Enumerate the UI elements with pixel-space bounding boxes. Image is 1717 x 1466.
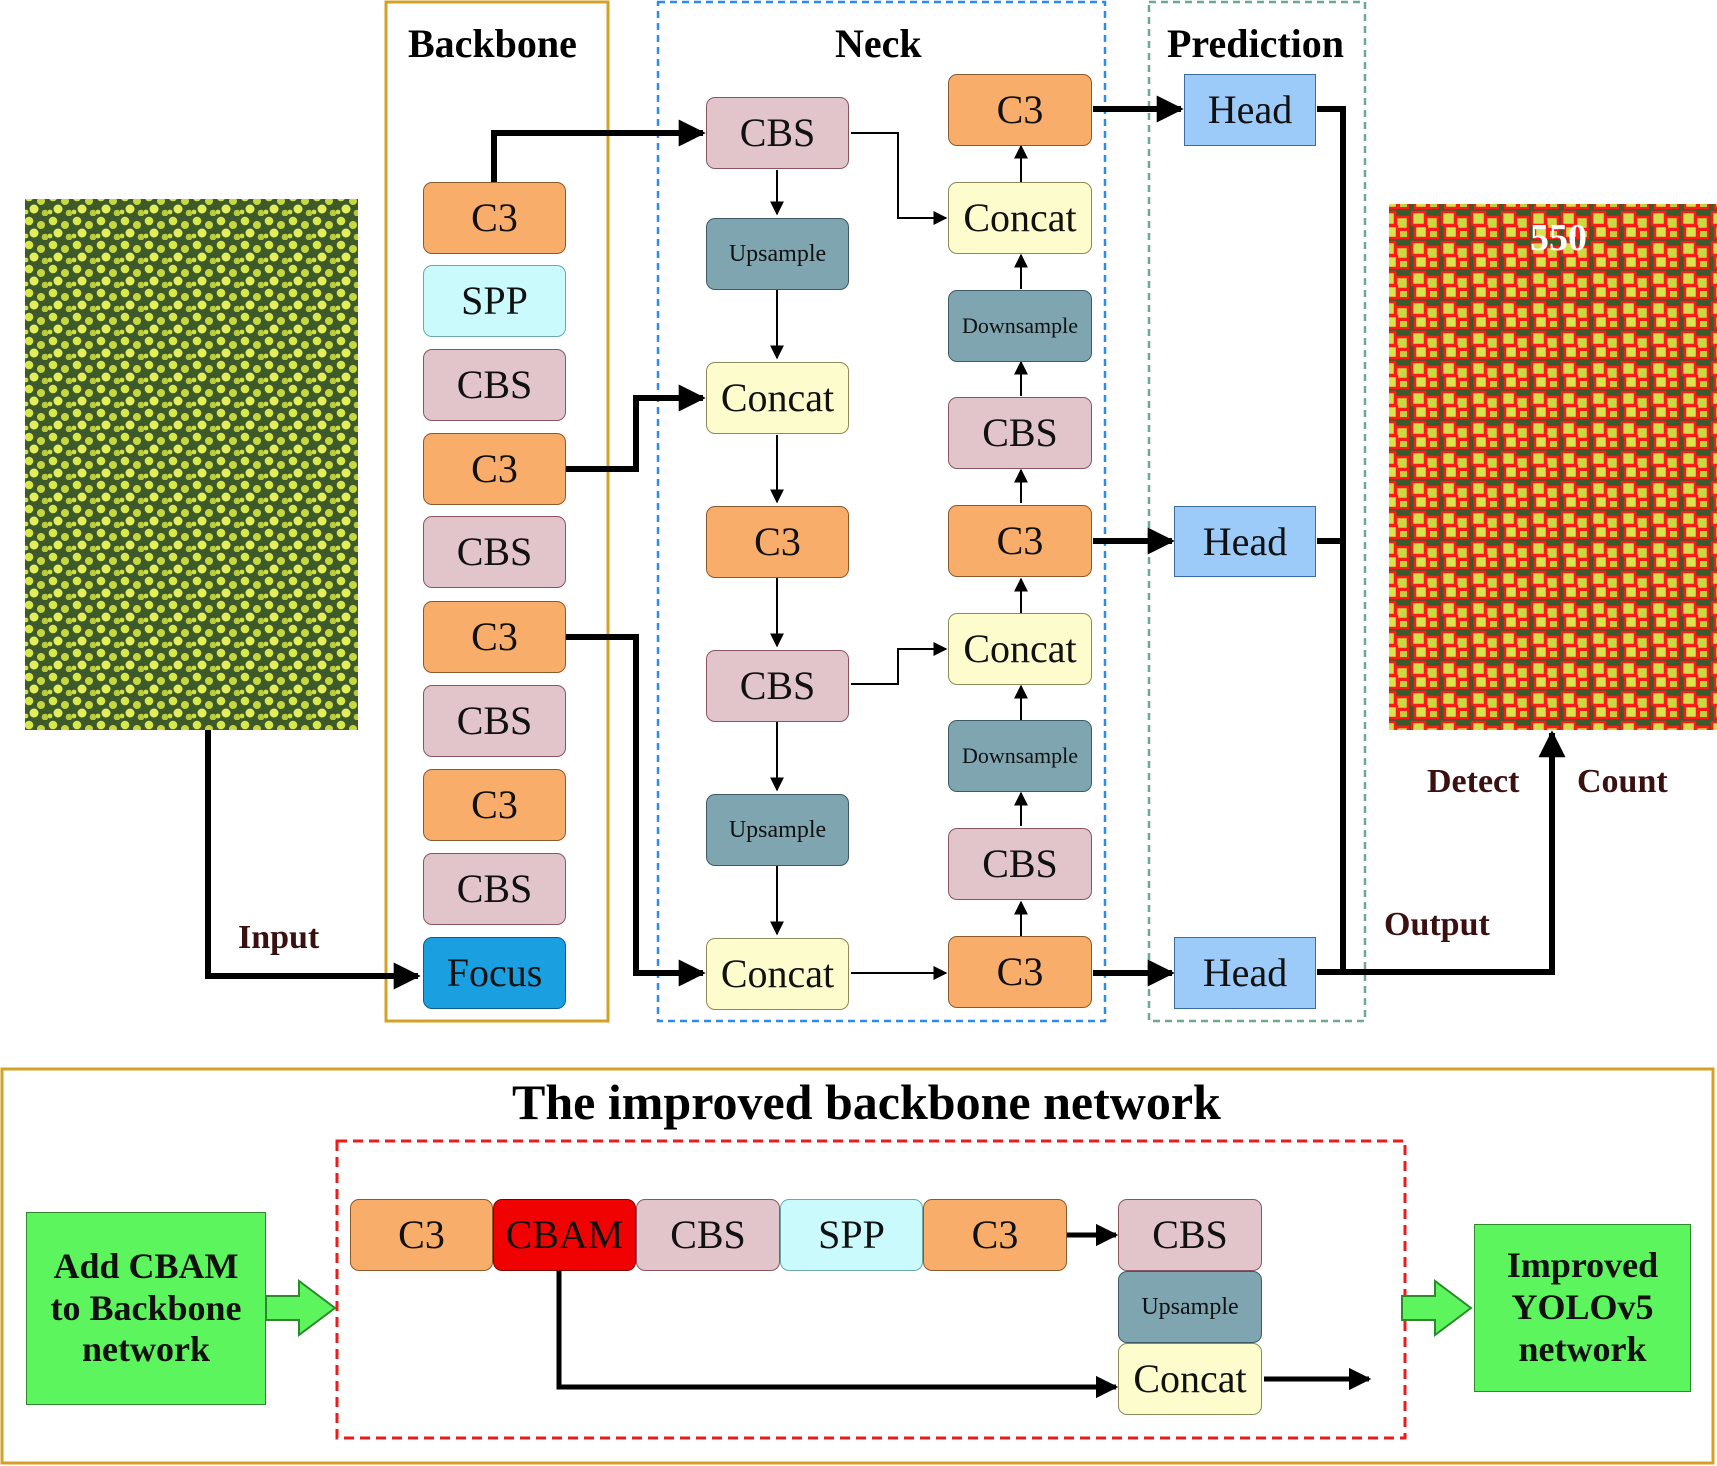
neck-right-concat-1: Concat	[948, 182, 1092, 254]
improved-spp: SPP	[780, 1199, 923, 1271]
backbone-c3-3: C3	[423, 601, 566, 673]
neck-right-c3-2: C3	[948, 505, 1092, 577]
arrow-cbam-to-concat	[556, 1271, 1119, 1399]
improved-section-frame	[0, 1067, 1715, 1465]
improved-yolov5-box: Improved YOLOv5 network	[1474, 1224, 1691, 1392]
neck-title: Neck	[835, 21, 922, 66]
neck-left-upsample-1: Upsample	[706, 218, 849, 290]
backbone-spp: SPP	[423, 265, 566, 337]
green-arrow-left	[265, 1279, 337, 1337]
backbone-focus: Focus	[423, 937, 566, 1009]
arrow-backbone-c3-top-to-neck	[491, 119, 706, 182]
backbone-cbs-4: CBS	[423, 853, 566, 925]
improved-cbs-1: CBS	[636, 1199, 780, 1271]
backbone-c3-1: C3	[423, 182, 566, 254]
neck-left-concat-2: Concat	[706, 938, 849, 1010]
neck-left-cbs-2: CBS	[706, 650, 849, 722]
arrow-input	[205, 730, 421, 990]
neck-left-c3: C3	[706, 506, 849, 578]
improved-cbs-2: CBS	[1118, 1199, 1262, 1271]
arrow-output	[1317, 730, 1566, 975]
input-label: Input	[238, 919, 320, 956]
add-cbam-box: Add CBAM to Backbone network	[26, 1212, 266, 1405]
improved-c3-1: C3	[350, 1199, 493, 1271]
backbone-c3-4: C3	[423, 769, 566, 841]
head-bottom: Head	[1174, 937, 1316, 1009]
improved-c3-2: C3	[923, 1199, 1067, 1271]
neck-right-downsample-2: Downsample	[948, 720, 1092, 792]
neck-left-upsample-2: Upsample	[706, 794, 849, 866]
neck-right-concat-2: Concat	[948, 613, 1092, 685]
arrow-backbone-c3-mid-to-concat	[566, 384, 706, 472]
prediction-frame	[1147, 0, 1367, 1023]
detect-label: Detect	[1427, 763, 1520, 800]
neck-right-c3-3: C3	[948, 936, 1092, 1008]
backbone-frame	[384, 0, 610, 1023]
count-label: Count	[1577, 763, 1668, 800]
neck-left-cbs-1: CBS	[706, 97, 849, 169]
improved-upsample: Upsample	[1118, 1271, 1262, 1343]
detection-count: 550	[1530, 217, 1587, 259]
head-middle: Head	[1174, 506, 1316, 577]
neck-right-c3-1: C3	[948, 74, 1092, 146]
neck-right-cbs-1: CBS	[948, 397, 1092, 469]
neck-left-concat-1: Concat	[706, 362, 849, 434]
improved-dashed-frame	[335, 1139, 1407, 1440]
green-arrow-right	[1401, 1279, 1473, 1337]
output-label: Output	[1384, 906, 1490, 943]
head-top: Head	[1184, 74, 1316, 146]
backbone-cbs-1: CBS	[423, 349, 566, 421]
backbone-cbs-2: CBS	[423, 516, 566, 588]
improved-cbam: CBAM	[493, 1199, 636, 1271]
prediction-title: Prediction	[1167, 21, 1345, 66]
backbone-c3-2: C3	[423, 433, 566, 505]
improved-section-title: The improved backbone network	[512, 1074, 1221, 1130]
neck-right-cbs-2: CBS	[948, 828, 1092, 900]
arrow-n1-to-r2	[851, 132, 948, 225]
arrow-backbone-c3-low-to-concat	[566, 634, 706, 987]
line-head-top-out	[1317, 106, 1346, 972]
improved-concat: Concat	[1118, 1343, 1262, 1415]
backbone-title: Backbone	[408, 21, 577, 66]
arrow-n5-to-r6	[851, 642, 948, 685]
backbone-cbs-3: CBS	[423, 685, 566, 757]
output-detection-image	[1389, 204, 1717, 730]
neck-right-downsample-1: Downsample	[948, 290, 1092, 362]
input-rapeseed-image	[25, 199, 358, 730]
